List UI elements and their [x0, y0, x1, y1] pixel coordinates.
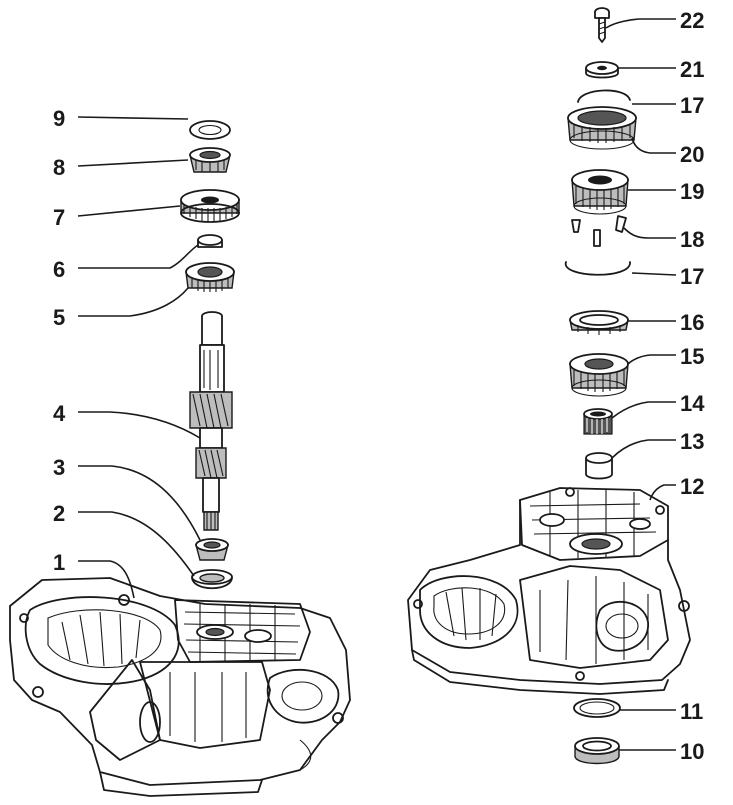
- leader-lines: [77, 18, 677, 751]
- callout-5: 5: [53, 305, 65, 330]
- part-1-transmission-housing: [9, 577, 351, 797]
- part-19-synchro-hub: [571, 169, 629, 215]
- callout-17-upper: 17: [680, 93, 704, 118]
- callout-22: 22: [680, 8, 704, 33]
- part-18-detent-pins: [571, 215, 627, 247]
- part-17-circlip-upper: [577, 89, 631, 103]
- part-9-shim-washer: [189, 120, 231, 140]
- callout-15: 15: [680, 344, 704, 369]
- callout-6: 6: [53, 257, 65, 282]
- callout-12: 12: [680, 474, 704, 499]
- part-14-needle-bearing: [583, 408, 613, 435]
- part-22-bolt: [594, 7, 610, 43]
- part-21-washer: [585, 61, 619, 79]
- callout-7: 7: [53, 205, 65, 230]
- callout-3: 3: [53, 455, 65, 480]
- part-3-tapered-bearing: [195, 538, 229, 561]
- callout-13: 13: [680, 429, 704, 454]
- callout-numbers-right: 22 21 17 20 19 18 17 16 15 14 13 12 11 1…: [680, 8, 705, 764]
- callout-numbers-left: 9 8 7 6 5 4 3 2 1: [53, 106, 66, 575]
- part-12-gearbox-cover-housing: [407, 487, 691, 695]
- part-20-synchro-ring: [567, 106, 637, 150]
- callout-14: 14: [680, 391, 705, 416]
- callout-19: 19: [680, 179, 704, 204]
- part-11-seal-ring: [573, 698, 621, 718]
- part-5-needle-bearing-gear: [185, 262, 235, 292]
- part-4-input-shaft: [189, 311, 233, 531]
- callout-16: 16: [680, 310, 704, 335]
- callout-2: 2: [53, 501, 65, 526]
- callout-11: 11: [680, 699, 703, 724]
- part-6-spacer-ring: [197, 234, 223, 248]
- callout-18: 18: [680, 227, 704, 252]
- part-7-gear: [180, 189, 240, 223]
- callout-17-lower: 17: [680, 264, 704, 289]
- part-15-gear: [569, 353, 629, 397]
- part-16-synchro-ring: [569, 310, 629, 335]
- part-8-tapered-bearing: [189, 147, 231, 173]
- part-17-circlip-lower: [565, 261, 631, 276]
- callout-1: 1: [53, 550, 65, 575]
- callout-8: 8: [53, 155, 65, 180]
- callout-10: 10: [680, 739, 704, 764]
- callout-9: 9: [53, 106, 65, 131]
- part-13-bushing: [585, 452, 613, 480]
- part-10-oil-seal: [574, 737, 620, 765]
- part-2-bearing-race: [191, 569, 233, 590]
- callout-21: 21: [680, 57, 704, 82]
- callout-20: 20: [680, 142, 704, 167]
- callout-4: 4: [53, 401, 66, 426]
